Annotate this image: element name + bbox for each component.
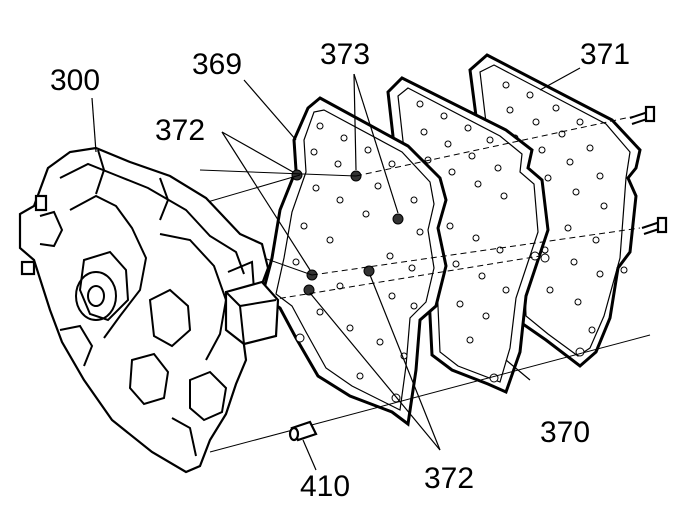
callout-372-bottom: 372	[424, 462, 474, 495]
leader-lines	[91, 67, 581, 471]
check-ball-372-c	[303, 284, 315, 296]
screw-lower	[641, 216, 668, 235]
callout-410: 410	[300, 470, 350, 503]
callout-371: 371	[580, 38, 630, 71]
plate-370	[386, 76, 550, 395]
callout-372-top: 372	[155, 114, 205, 147]
callouts: 300 369 373 371 372 370 372 410	[50, 38, 630, 503]
plate-370-holes	[416, 100, 540, 383]
plate-371-holes	[502, 81, 628, 357]
callout-373: 373	[320, 38, 370, 71]
screw-upper	[629, 105, 656, 125]
check-ball-372-d	[363, 265, 375, 277]
callout-370: 370	[540, 416, 590, 449]
filter-block	[224, 280, 280, 346]
callout-369: 369	[192, 48, 242, 81]
check-ball-373-b	[392, 213, 404, 225]
plate-369	[260, 96, 448, 427]
check-ball-372-a	[291, 169, 303, 181]
callout-300: 300	[50, 64, 100, 97]
valve-body-300	[18, 146, 270, 474]
pin-410	[288, 420, 318, 442]
